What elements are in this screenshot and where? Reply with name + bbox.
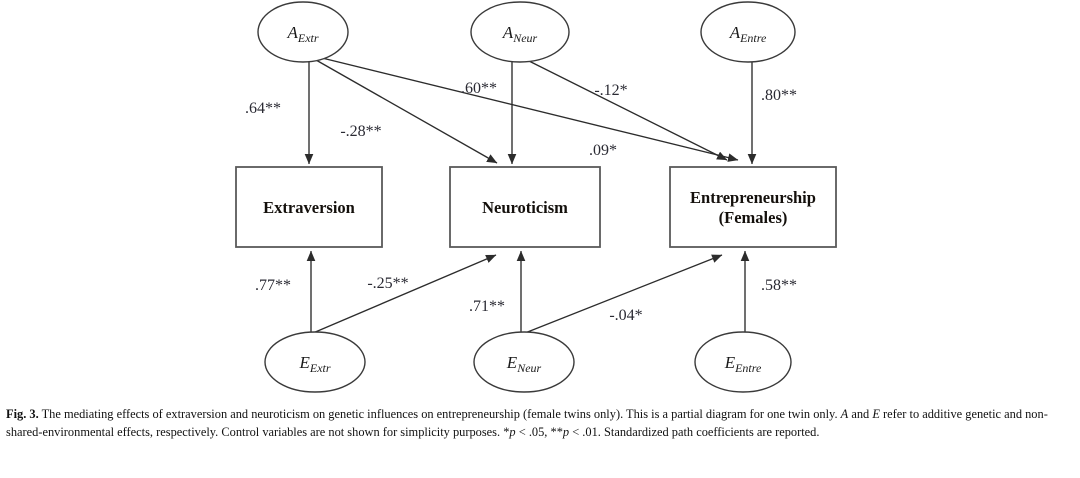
latent-node-label: EExtr xyxy=(298,353,330,375)
latent-base-symbol: A xyxy=(729,23,741,42)
latent-base-symbol: E xyxy=(298,353,310,372)
latent-subscript: Neur xyxy=(512,31,537,45)
significance-p-1: p xyxy=(509,424,516,439)
path-coefficient-a_extr_to_neuroticism: -.28** xyxy=(340,123,381,140)
latent-node-e_neur: ENeur xyxy=(473,331,575,393)
significance-value-1: < .05, xyxy=(518,424,548,439)
path-coefficient-a_entre_to_entrepreneurship: .80** xyxy=(761,87,797,104)
latent-subscript: Neur xyxy=(516,361,541,375)
path-coefficient-e_extr_to_extraversion: .77** xyxy=(255,277,291,294)
significance-star-1: * xyxy=(503,424,510,439)
observed-boxes-layer: Extraversion Neuroticism Entrepreneurship(… xyxy=(235,166,837,248)
latent-node-label: EEntre xyxy=(724,353,762,375)
significance-star-2: ** xyxy=(550,424,563,439)
observed-box-neuroticism: Neuroticism xyxy=(449,166,601,248)
latent-node-a_extr: AExtr xyxy=(257,1,349,63)
path-coefficient-e_extr_to_neuroticism: -.25** xyxy=(367,275,408,292)
path-arrow-e_extr_to_neuroticism xyxy=(312,254,497,334)
path-arrow-a_neur_to_entrepreneurship xyxy=(526,59,728,161)
observed-box-extraversion: Extraversion xyxy=(235,166,383,248)
latent-base-symbol: A xyxy=(286,23,298,42)
figure-caption: Fig. 3. The mediating effects of extrave… xyxy=(6,406,1072,441)
latent-node-ellipse xyxy=(694,331,792,393)
caption-text-2: refer to additive genetic and non-shared… xyxy=(6,407,1048,439)
paths-layer xyxy=(304,56,757,334)
observed-box-entrepreneurship: Entrepreneurship(Females) xyxy=(669,166,837,248)
latent-base-symbol: E xyxy=(724,353,736,372)
latent-node-ellipse xyxy=(473,331,575,393)
latent-subscript: Extr xyxy=(309,361,331,375)
latent-node-a_neur: ANeur xyxy=(470,1,570,63)
path-arrow-a_extr_to_neuroticism xyxy=(315,59,498,164)
path-coefficient-e_neur_to_entrepreneurship: -.04* xyxy=(609,307,642,324)
latent-node-a_entre: AEntre xyxy=(700,1,796,63)
latent-node-e_entre: EEntre xyxy=(694,331,792,393)
observed-box-rect xyxy=(235,166,383,248)
path-coefficient-a_extr_to_entrepreneurship: .09* xyxy=(589,142,617,159)
latent-node-label: AExtr xyxy=(286,23,318,45)
caption-text-1: The mediating effects of extraversion an… xyxy=(41,407,838,421)
observed-box-label-line1: Neuroticism xyxy=(482,198,568,217)
latent-node-ellipse xyxy=(257,1,349,63)
latent-subscript: Entre xyxy=(739,31,767,45)
latent-node-ellipse xyxy=(470,1,570,63)
significance-p-2: p xyxy=(562,424,570,439)
latent-node-ellipse xyxy=(264,331,366,393)
path-coefficient-e_neur_to_neuroticism: .71** xyxy=(469,298,505,315)
caption-symbol-e: E xyxy=(872,407,880,421)
latent-subscript: Extr xyxy=(297,31,319,45)
path-labels-layer: .64** -.28** .09* .60** -.12* .80** .77** -.25*… xyxy=(245,80,797,324)
latent-base-symbol: A xyxy=(502,23,514,42)
latent-node-label: AEntre xyxy=(729,23,767,45)
caption-symbol-a: A xyxy=(840,407,849,421)
latent-subscript: Entre xyxy=(734,361,762,375)
latent-node-label: ANeur xyxy=(502,23,538,45)
path-arrow-a_extr_to_entrepreneurship xyxy=(317,56,739,162)
caption-conjunction: and xyxy=(851,407,870,421)
observed-box-label-line1: Extraversion xyxy=(263,198,355,217)
path-coefficient-a_neur_to_neuroticism: .60** xyxy=(461,80,497,97)
significance-value-2: < .01. Standardized path coefficients ar… xyxy=(572,424,820,439)
path-coefficient-a_extr_to_extraversion: .64** xyxy=(245,100,281,117)
path-arrow-e_neur_to_entrepreneurship xyxy=(524,254,723,334)
latent-node-e_extr: EExtr xyxy=(264,331,366,393)
latent-node-ellipse xyxy=(700,1,796,63)
path-coefficient-a_neur_to_entrepreneurship: -.12* xyxy=(594,82,627,99)
observed-box-rect xyxy=(449,166,601,248)
figure-number: Fig. 3. xyxy=(6,407,39,421)
path-coefficient-e_entre_to_entrepreneurship: .58** xyxy=(761,277,797,294)
observed-box-rect xyxy=(669,166,837,248)
observed-box-label-line1: Entrepreneurship xyxy=(690,188,816,207)
observed-box-label-line2: (Females) xyxy=(719,208,788,227)
latent-base-symbol: E xyxy=(506,353,518,372)
latent-node-label: ENeur xyxy=(506,353,542,375)
